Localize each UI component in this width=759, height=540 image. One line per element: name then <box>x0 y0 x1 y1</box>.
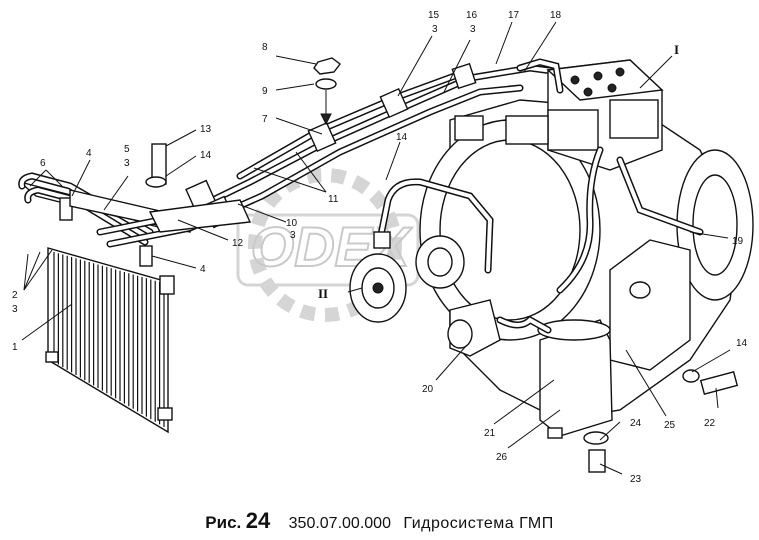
callout-12: 12 <box>232 238 244 249</box>
callout-15-sub: 3 <box>432 24 438 35</box>
fasteners <box>145 57 739 473</box>
callout-13: 13 <box>200 124 212 135</box>
callout-5: 5 <box>124 144 130 155</box>
figure-caption: Рис. 24 350.07.00.000 Гидросистема ГМП <box>0 508 759 534</box>
callout-23: 23 <box>630 474 642 485</box>
figure-title: Гидросистема ГМП <box>403 515 554 532</box>
callout-18: 18 <box>550 10 562 21</box>
callout-7: 7 <box>262 114 268 125</box>
callout-11: 11 <box>328 194 339 205</box>
valve-pipes <box>376 58 704 294</box>
callout-19: 19 <box>732 236 744 247</box>
oil-radiator <box>19 181 179 434</box>
callout-II: II <box>318 286 328 301</box>
leader-lines <box>21 21 731 475</box>
callout-16-sub: 3 <box>470 24 476 35</box>
callout-4b: 4 <box>200 264 206 275</box>
callout-I: I <box>674 42 679 57</box>
callout-20: 20 <box>422 384 434 395</box>
callout-2: 2 <box>12 290 18 301</box>
callout-10-sub: 3 <box>290 230 296 241</box>
callout-labels: 6 4 5 3 2 3 1 4 13 14 12 8 9 7 10 3 11 1… <box>12 10 748 485</box>
callout-24: 24 <box>630 418 642 429</box>
transmission-assembly <box>419 99 754 421</box>
pump-ii <box>349 231 465 323</box>
callout-6: 6 <box>40 158 46 169</box>
drawing-code: 350.07.00.000 <box>288 515 391 532</box>
filter-and-pump <box>447 299 613 439</box>
figure-number: 24 <box>245 508 271 533</box>
callout-1: 1 <box>12 342 18 353</box>
callout-26: 26 <box>496 452 508 463</box>
callout-25: 25 <box>664 420 676 431</box>
figure-label: Рис. <box>205 513 242 532</box>
callout-8: 8 <box>262 42 268 53</box>
callout-14c: 14 <box>736 338 748 349</box>
callout-21: 21 <box>484 428 496 439</box>
callout-5-sub: 3 <box>124 158 130 169</box>
valve-block <box>505 59 664 171</box>
callout-14b: 14 <box>396 132 408 143</box>
callout-14a: 14 <box>200 150 212 161</box>
callout-22: 22 <box>704 418 716 429</box>
callout-17: 17 <box>508 10 520 21</box>
callout-10: 10 <box>286 218 298 229</box>
callout-4a: 4 <box>86 148 92 159</box>
callout-9: 9 <box>262 86 268 97</box>
callout-3a: 3 <box>12 304 18 315</box>
callout-15: 15 <box>428 10 440 21</box>
callout-16: 16 <box>466 10 478 21</box>
